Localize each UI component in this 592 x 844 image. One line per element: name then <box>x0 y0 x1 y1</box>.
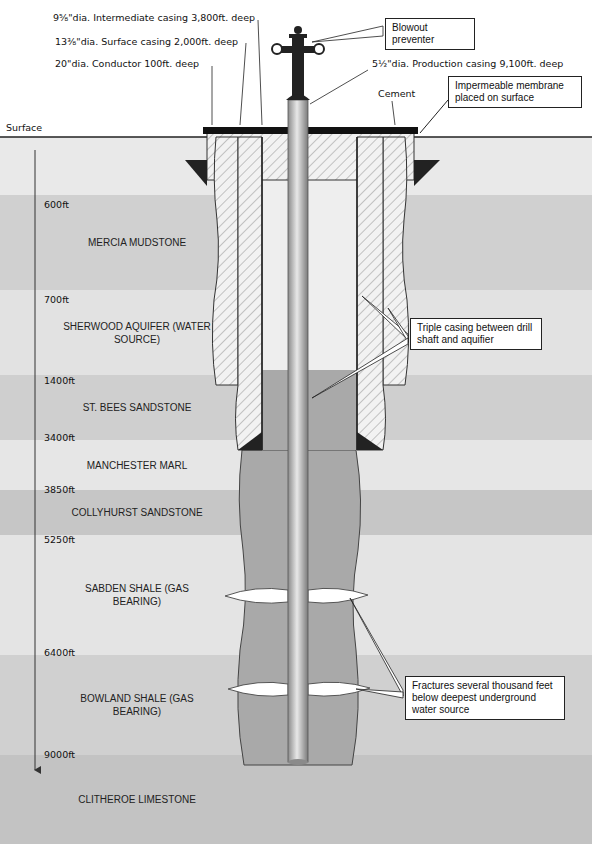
casing-label: 9⅝"dia. Intermediate casing 3,800ft. dee… <box>53 12 255 24</box>
stratum-name: CLITHEROE LIMESTONE <box>62 793 212 806</box>
casing-label: 13⅜"dia. Surface casing 2,000ft. deep <box>55 36 238 48</box>
stratum-band: COLLYHURST SANDSTONE <box>0 490 592 535</box>
stratum-name: SHERWOOD AQUIFER (WATER SOURCE) <box>62 320 212 346</box>
cement-label: Cement <box>378 88 415 100</box>
surface-label: Surface <box>6 122 42 134</box>
stratum-name: MANCHESTER MARL <box>62 459 212 472</box>
depth-label: 3850ft <box>44 484 75 496</box>
depth-label: 9000ft <box>44 749 75 761</box>
casing-label: 5½"dia. Production casing 9,100ft. deep <box>372 58 563 70</box>
depth-label: 600ft <box>44 199 69 211</box>
stratum-name: MERCIA MUDSTONE <box>62 236 212 249</box>
depth-label: 3400ft <box>44 432 75 444</box>
stratum-name: BOWLAND SHALE (GAS BEARING) <box>62 692 212 718</box>
stratum-band: MANCHESTER MARL <box>0 440 592 490</box>
stratum-name: COLLYHURST SANDSTONE <box>62 506 212 519</box>
depth-label: 700ft <box>44 294 69 306</box>
callout-box: Impermeable membrane placed on surface <box>448 76 582 108</box>
callout-text: Blowout preventer <box>392 22 468 46</box>
stratum-name: SABDEN SHALE (GAS BEARING) <box>62 582 212 608</box>
stratum-band: SABDEN SHALE (GAS BEARING) <box>0 535 592 655</box>
stratum-band: BOWLAND SHALE (GAS BEARING) <box>0 655 592 755</box>
stratum-name: ST. BEES SANDSTONE <box>62 401 212 414</box>
callout-box: Blowout preventer <box>385 18 475 50</box>
depth-label: 5250ft <box>44 534 75 546</box>
stratum-band: MERCIA MUDSTONE <box>0 195 592 290</box>
callout-box: Triple casing between drill shaft and aq… <box>410 318 542 350</box>
callout-text: Fractures several thousand feet below de… <box>412 680 558 716</box>
callout-box: Fractures several thousand feet below de… <box>405 676 565 720</box>
casing-label: 20"dia. Conductor 100ft. deep <box>55 58 199 70</box>
depth-label: 6400ft <box>44 647 75 659</box>
depth-label: 1400ft <box>44 375 75 387</box>
callout-text: Triple casing between drill shaft and aq… <box>417 322 535 346</box>
stratum-band: CLITHEROE LIMESTONE <box>0 755 592 844</box>
stratum-band: ST. BEES SANDSTONE <box>0 375 592 440</box>
callout-text: Impermeable membrane placed on surface <box>455 80 575 104</box>
